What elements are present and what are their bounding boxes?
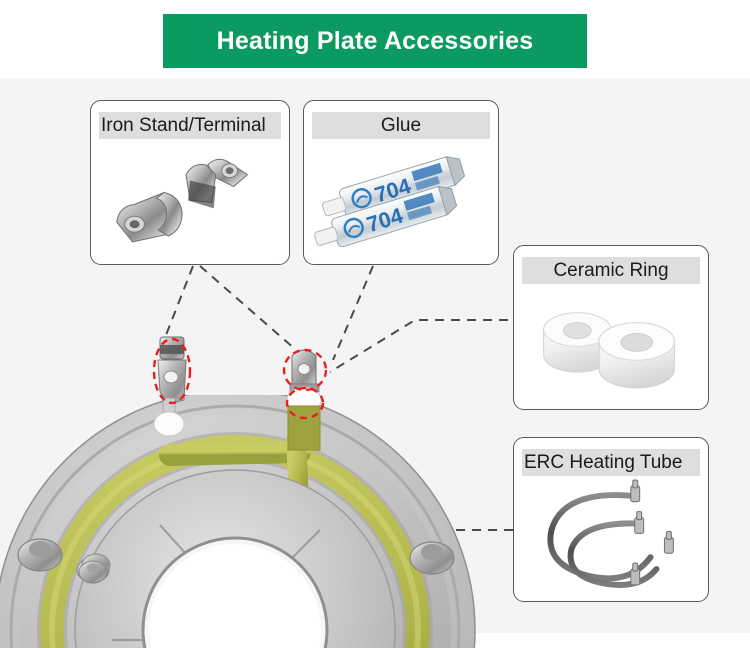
callout-label-iron-stand: Iron Stand/Terminal [99, 112, 281, 139]
callout-label-erc-heating-tube: ERC Heating Tube [522, 449, 700, 476]
erc-heating-tube-artwork [547, 479, 674, 588]
callout-card-erc-heating-tube[interactable]: ERC Heating Tube [513, 437, 709, 602]
callout-label-ceramic-ring: Ceramic Ring [522, 257, 700, 284]
header-banner: Heating Plate Accessories [163, 14, 587, 68]
iron-stand-artwork [116, 158, 249, 243]
callout-card-ceramic-ring[interactable]: Ceramic Ring [513, 245, 709, 410]
glue-artwork: 704 704 [314, 156, 466, 248]
callout-card-glue[interactable]: Glue 704 [303, 100, 499, 265]
callout-label-glue: Glue [312, 112, 490, 139]
page-title: Heating Plate Accessories [216, 26, 534, 55]
ceramic-ring-artwork [543, 312, 675, 389]
callout-card-iron-stand[interactable]: Iron Stand/Terminal [90, 100, 290, 265]
